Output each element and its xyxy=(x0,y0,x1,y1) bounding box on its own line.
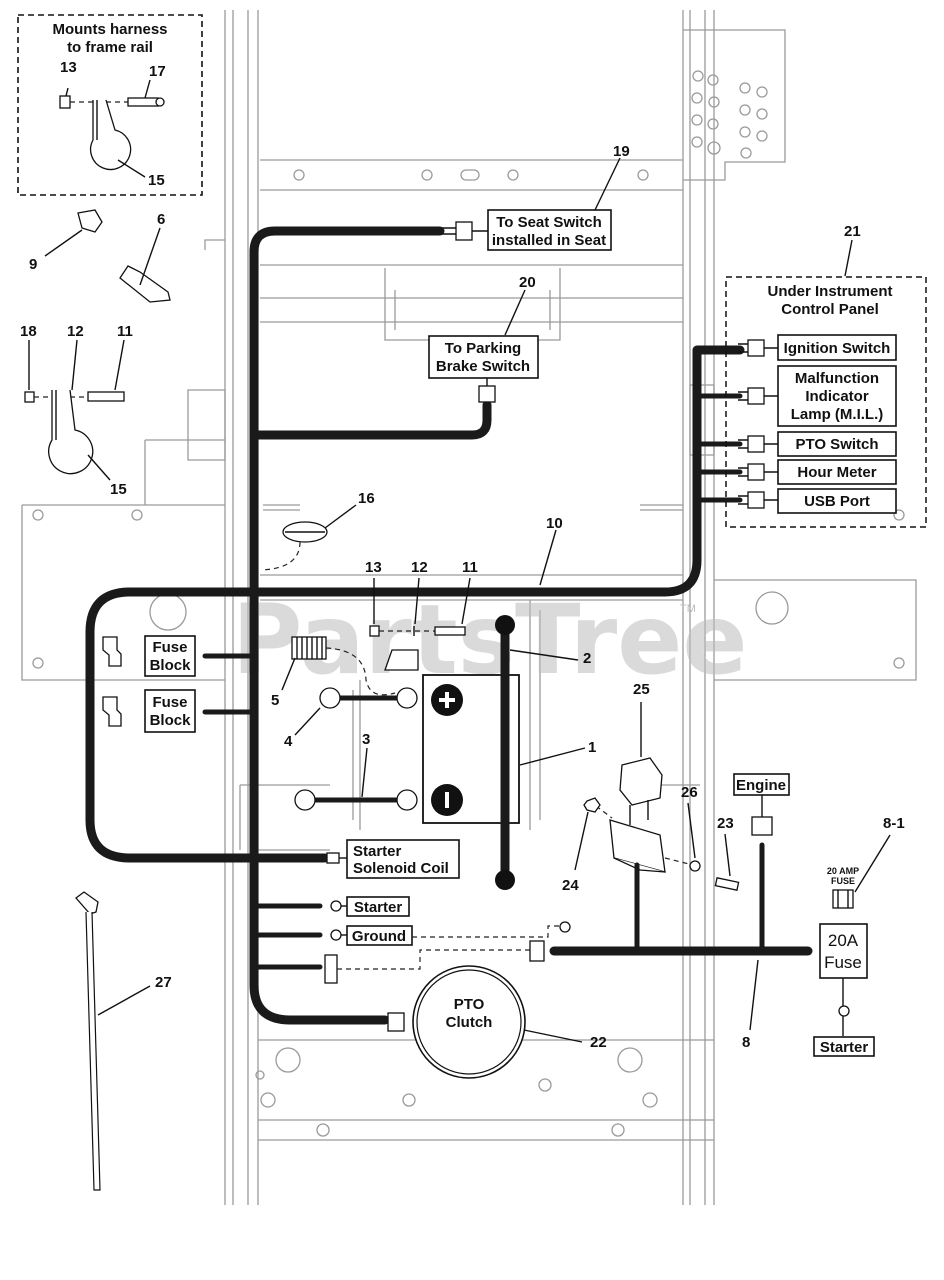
mount-title-line2: to frame rail xyxy=(67,39,153,56)
fuse-holder-5: 5 xyxy=(271,636,396,709)
starter-bottom-label: Starter xyxy=(820,1039,869,1056)
harness-connector xyxy=(324,954,338,984)
pto-clutch-text-1: PTO xyxy=(454,996,485,1013)
callout-2: 2 xyxy=(583,650,591,667)
fuse-20amp-text-2: FUSE xyxy=(831,876,855,886)
hour-meter-label: Hour Meter xyxy=(797,464,876,481)
fuse-block-1-text-2: Block xyxy=(150,657,192,674)
callout-11: 11 xyxy=(117,323,133,340)
callout-23: 23 xyxy=(717,815,734,832)
bolt-icon xyxy=(127,97,159,107)
callout-3: 3 xyxy=(362,731,370,748)
clamp-set-left: 18 12 11 15 xyxy=(20,323,133,498)
callout-13: 13 xyxy=(60,59,77,76)
fuse-harness-8: Engine 8 xyxy=(529,773,813,1051)
callout-12b: 12 xyxy=(411,559,428,576)
callout-16: 16 xyxy=(358,490,375,507)
callout-10: 10 xyxy=(546,515,563,532)
harness-clip-9: 9 xyxy=(29,209,103,273)
instrument-panel-title-1: Under Instrument xyxy=(767,283,892,300)
callout-24: 24 xyxy=(562,877,579,894)
fuse-20a: 20 AMP FUSE 8-1 20A Fuse Starter xyxy=(813,815,905,1057)
callout-15b: 15 xyxy=(110,481,127,498)
callout-26: 26 xyxy=(681,784,698,801)
mount-title-line1: Mounts harness xyxy=(52,21,167,38)
callout-1: 1 xyxy=(588,739,596,756)
fuse-block-2-text-2: Block xyxy=(150,712,192,729)
pto-clutch: PTO Clutch 22 xyxy=(387,965,607,1079)
fuse-block-2: Fuse Block xyxy=(102,689,196,733)
callout-12: 12 xyxy=(67,323,84,340)
starter-solenoid-label: Starter Solenoid Coil xyxy=(326,839,460,879)
engine-label: Engine xyxy=(736,777,786,794)
pto-clutch-text-2: Clutch xyxy=(446,1014,493,1031)
parking-brake-connector xyxy=(478,378,496,403)
cable-clamp-icon xyxy=(89,99,132,171)
pto-switch-label: PTO Switch xyxy=(795,436,878,453)
starter-terminal: Starter xyxy=(330,896,410,917)
ground-terminal: Ground xyxy=(330,925,413,946)
callout-8: 8 xyxy=(742,1034,750,1051)
seat-switch-text-2: installed in Seat xyxy=(492,232,606,249)
fuse-20amp-text-1: 20 AMP xyxy=(827,866,859,876)
relay-25: 25 xyxy=(619,681,663,825)
mil-label-3: Lamp (M.I.L.) xyxy=(791,406,884,423)
seat-switch-connector xyxy=(442,221,488,241)
seat-switch-label: To Seat Switch installed in Seat xyxy=(487,209,612,251)
fuse-icon xyxy=(832,889,854,909)
starter-solenoid-text-2: Solenoid Coil xyxy=(353,860,449,877)
cable-strap-6: 6 xyxy=(119,211,171,303)
callout-9: 9 xyxy=(29,256,37,273)
fuse-block-2-text-1: Fuse xyxy=(152,694,187,711)
callout-8-1: 8-1 xyxy=(883,815,905,832)
callout-19: 19 xyxy=(613,143,630,160)
callout-18: 18 xyxy=(20,323,37,340)
parking-brake-text-2: Brake Switch xyxy=(436,358,530,375)
positive-cable-4: 4 xyxy=(284,649,419,750)
fuse-block-1: Fuse Block xyxy=(102,635,196,677)
fuse-icon xyxy=(102,636,122,667)
ignition-switch-label: Ignition Switch xyxy=(784,340,891,357)
negative-cable-3: 3 xyxy=(294,731,418,811)
starter-solenoid-text-1: Starter xyxy=(353,843,402,860)
cable-tie-27: 27 xyxy=(75,891,172,1191)
clamp-set-center: 13 12 11 xyxy=(365,559,478,637)
panel-connectors xyxy=(738,339,778,509)
main-harness-10 xyxy=(85,226,745,1025)
callout-5: 5 xyxy=(271,692,279,709)
fuse-20a-text-1: 20A xyxy=(828,931,859,950)
fuse-icon xyxy=(102,696,122,727)
watermark-tm: TM xyxy=(680,603,696,615)
callout-13b: 13 xyxy=(365,559,382,576)
instrument-panel-group: Under Instrument Control Panel Ignition … xyxy=(725,276,927,528)
callout-25: 25 xyxy=(633,681,650,698)
chassis-frame xyxy=(21,10,917,1205)
grommet-16: 16 xyxy=(261,490,375,571)
instrument-panel-title-2: Control Panel xyxy=(781,301,879,318)
callout-22: 22 xyxy=(590,1034,607,1051)
starter-label: Starter xyxy=(354,899,403,916)
mil-label-1: Malfunction xyxy=(795,370,879,387)
callout-21: 21 xyxy=(844,223,861,240)
seat-switch-text-1: To Seat Switch xyxy=(496,214,602,231)
fuse-block-1-text-1: Fuse xyxy=(152,639,187,656)
relay-bracket-26: 26 xyxy=(595,784,701,873)
mount-harness-inset: Mounts harness to frame rail 13 17 15 xyxy=(17,14,203,196)
nut-icon xyxy=(59,95,71,109)
mil-label-2: Indicator xyxy=(805,388,869,405)
callout-20: 20 xyxy=(519,274,536,291)
callout-4: 4 xyxy=(284,733,293,750)
callout-6: 6 xyxy=(157,211,165,228)
callout-15: 15 xyxy=(148,172,165,189)
callout-11b: 11 xyxy=(462,559,478,576)
fuse-20a-text-2: Fuse xyxy=(824,953,862,972)
parking-brake-label: To Parking Brake Switch xyxy=(428,335,539,379)
callout-17: 17 xyxy=(149,63,166,80)
usb-port-label: USB Port xyxy=(804,493,870,510)
ground-label: Ground xyxy=(352,928,406,945)
callout-27: 27 xyxy=(155,974,172,991)
parking-brake-text-1: To Parking xyxy=(445,340,521,357)
